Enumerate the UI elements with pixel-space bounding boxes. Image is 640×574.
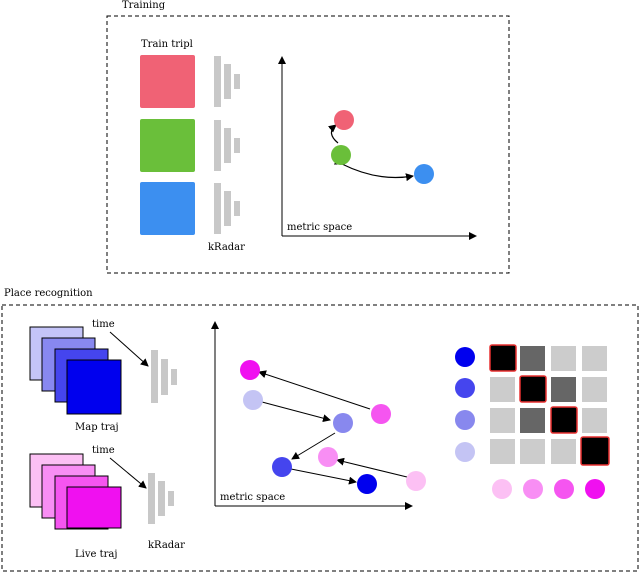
map-embedding-1 (357, 474, 377, 494)
training-encoder-1 (214, 56, 240, 107)
match-arrows (258, 370, 408, 485)
negative-embedding (414, 164, 434, 184)
pull-arrow (328, 124, 339, 144)
place-space-label: metric space (220, 492, 285, 503)
training-encoder-3 (214, 183, 240, 234)
matrix-row-map-3 (455, 410, 475, 430)
matrix-col-live-2 (523, 479, 543, 499)
triplet-label: Train tripl (141, 39, 193, 50)
map-embedding-3 (333, 413, 353, 433)
map-time-arrow (109, 331, 149, 367)
live-traj-label: Live traj (75, 549, 117, 560)
matrix-col-live-3 (554, 479, 574, 499)
map-scan-stack (29, 326, 122, 415)
training-space-label: metric space (287, 222, 352, 233)
map-embedding-4 (243, 390, 263, 410)
anchor-sample (140, 55, 195, 108)
map-encoder (151, 350, 177, 403)
map-time-label: time (92, 319, 115, 330)
map-traj-label: Map traj (75, 422, 119, 433)
live-time-label: time (92, 445, 115, 456)
live-embedding-1 (406, 471, 426, 491)
matrix-col-live-4 (585, 479, 605, 499)
place-recognition-title: Place recognition (4, 288, 93, 299)
matrix-row-map-2 (455, 378, 475, 398)
training-title: Training (122, 0, 166, 11)
training-panel: Training Train tripl kRadar metric space (106, 0, 510, 274)
positive-embedding (331, 145, 351, 165)
similarity-matrix (489, 344, 610, 466)
map-embedding-2 (272, 457, 292, 477)
live-time-arrow (109, 457, 147, 489)
training-encoder-2 (214, 120, 240, 171)
push-arrow (333, 157, 414, 182)
live-scan-stack (29, 453, 122, 530)
positive-sample (140, 119, 195, 172)
matrix-row-map-1 (455, 347, 475, 367)
live-embedding-2 (318, 447, 338, 467)
place-encoder-label: kRadar (148, 540, 185, 551)
matrix-col-live-1 (492, 479, 512, 499)
live-embedding-4 (240, 360, 260, 380)
place-recognition-panel: Place recognition time Map traj time Liv… (1, 288, 639, 572)
live-embedding-3 (371, 404, 391, 424)
place-recognition-frame (1, 304, 639, 572)
matrix-row-map-4 (455, 442, 475, 462)
training-encoder-label: kRadar (208, 242, 245, 253)
live-encoder (148, 473, 174, 524)
anchor-embedding (334, 110, 354, 130)
negative-sample (140, 182, 195, 235)
